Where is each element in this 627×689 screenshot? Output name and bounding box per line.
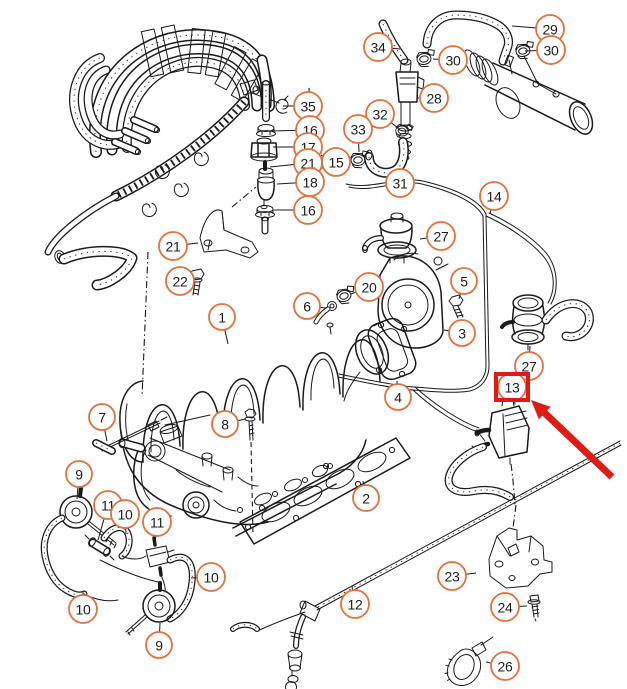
- callout-2[interactable]: [352, 484, 380, 512]
- callout-13-label: 13: [505, 380, 520, 396]
- bolt-5: [448, 294, 464, 319]
- callout-31-label: 31: [393, 176, 408, 192]
- callout-2-label: 2: [362, 491, 370, 507]
- callout-12[interactable]: [340, 589, 370, 619]
- heat-wrapped-hose-assembly: [44, 24, 280, 398]
- callout-9[interactable]: [65, 460, 93, 488]
- egr-valve-27-left: [362, 212, 417, 264]
- mounting-bracket-21: [199, 186, 259, 259]
- callout-14-label: 14: [487, 189, 502, 205]
- breather-hose-34: [378, 19, 409, 65]
- callout-9-label: 9: [155, 638, 163, 654]
- callout-30-label: 30: [544, 43, 559, 59]
- combi-valve-27-right: [500, 294, 594, 351]
- callout-27-label: 27: [522, 359, 537, 375]
- callout-20-label: 20: [362, 280, 377, 296]
- callout-6-label: 6: [303, 299, 311, 315]
- callout-5-label: 5: [460, 274, 468, 290]
- callout-10[interactable]: [68, 594, 98, 624]
- throttle-gasket-4: [367, 317, 417, 381]
- manifold-gasket-2: [239, 437, 411, 545]
- callout-3-label: 3: [458, 326, 466, 342]
- callout-21-label: 21: [166, 239, 181, 255]
- callout-34[interactable]: [363, 32, 393, 62]
- callout-30[interactable]: [438, 45, 468, 75]
- callout-24[interactable]: [490, 592, 520, 622]
- highlight-arrow-shaft: [539, 407, 615, 480]
- callout-1-label: 1: [218, 310, 226, 326]
- callout-32-label: 32: [373, 107, 388, 123]
- callout-20[interactable]: [354, 272, 384, 302]
- callout-33[interactable]: [343, 114, 373, 144]
- vacuum-port-6: [313, 301, 337, 335]
- highlight-box-13: [494, 372, 530, 402]
- callout-4[interactable]: [384, 383, 412, 411]
- callout-3[interactable]: [448, 319, 476, 347]
- callout-10[interactable]: [110, 499, 140, 529]
- callout-34-label: 34: [371, 40, 386, 56]
- callout-29-label: 29: [543, 22, 558, 38]
- callout-24-label: 24: [498, 600, 513, 616]
- callout-10-label: 10: [76, 602, 91, 618]
- callout-8-label: 8: [221, 417, 229, 433]
- callout-9-label: 9: [75, 467, 83, 483]
- callout-30[interactable]: [536, 35, 566, 65]
- callout-16[interactable]: [293, 195, 323, 225]
- callout-9[interactable]: [145, 631, 173, 659]
- callout-35-label: 35: [301, 99, 316, 115]
- dipstick-assembly-12: [230, 440, 622, 689]
- support-bracket-23: [488, 504, 553, 589]
- solenoid-valve-13: [444, 395, 530, 506]
- callout-14[interactable]: [479, 181, 509, 211]
- callout-10-label: 10: [204, 570, 219, 586]
- highlight-arrow-head: [531, 400, 551, 420]
- callout-18-label: 18: [303, 175, 318, 191]
- bolt-8: [244, 408, 257, 536]
- callout-8[interactable]: [211, 410, 239, 438]
- callout-23-label: 23: [445, 569, 460, 585]
- bolt-24: [527, 594, 541, 622]
- callout-6[interactable]: [293, 292, 321, 320]
- cable-tie-26: [444, 636, 494, 686]
- callout-4-label: 4: [394, 390, 402, 406]
- callout-10[interactable]: [196, 562, 226, 592]
- callout-7-label: 7: [98, 410, 106, 426]
- callout-33-label: 33: [351, 122, 366, 138]
- callout-26[interactable]: [490, 651, 520, 681]
- air-duct: [463, 49, 594, 135]
- callout-15-label: 15: [329, 155, 344, 171]
- callout-23[interactable]: [437, 561, 467, 591]
- callout-28-label: 28: [427, 91, 442, 107]
- callout-27-label: 27: [434, 229, 449, 245]
- callout-28[interactable]: [419, 83, 449, 113]
- callout-27[interactable]: [426, 221, 456, 251]
- callout-11[interactable]: [142, 507, 172, 537]
- callout-5[interactable]: [450, 267, 478, 295]
- callout-10-label: 10: [118, 507, 133, 523]
- callout-32[interactable]: [365, 99, 395, 129]
- breather-hose-29: [422, 10, 513, 66]
- callout-31[interactable]: [385, 168, 415, 198]
- callout-22[interactable]: [165, 266, 195, 296]
- callout-1[interactable]: [208, 303, 236, 331]
- intake-manifold: [119, 329, 390, 537]
- callout-16-label: 16: [301, 203, 316, 219]
- callout-11-label: 11: [150, 515, 164, 531]
- callout-30-label: 30: [446, 53, 461, 69]
- vacuum-actuator-cluster: [40, 486, 196, 636]
- callout-21[interactable]: [158, 231, 188, 261]
- fitting-column-parts: [250, 80, 289, 235]
- callout-15[interactable]: [321, 147, 351, 177]
- stud-7: [92, 416, 168, 455]
- callout-7[interactable]: [88, 403, 116, 431]
- callout-22-label: 22: [173, 274, 188, 290]
- callout-12-label: 12: [348, 597, 363, 613]
- callout-26-label: 26: [498, 659, 513, 675]
